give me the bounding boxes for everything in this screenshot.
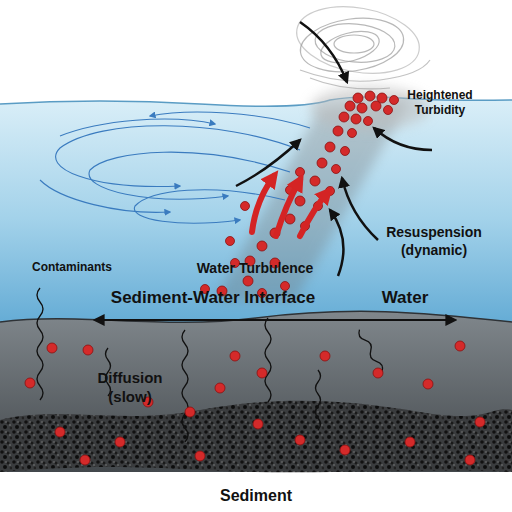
contaminant-particles xyxy=(185,407,195,417)
contaminant-particles xyxy=(226,237,235,246)
contaminant-particles xyxy=(257,241,267,251)
contaminant-particles xyxy=(317,158,327,168)
current-lines xyxy=(40,180,170,212)
flow-arrows xyxy=(342,178,378,240)
contaminant-particles xyxy=(405,437,415,447)
contaminant-particles xyxy=(295,435,305,445)
contaminant-particles xyxy=(195,451,205,461)
contaminant-particles xyxy=(243,276,253,286)
turbulence-swirl xyxy=(334,35,374,53)
flow-arrows xyxy=(300,22,347,82)
boundary-label: Sediment-Water Interface xyxy=(78,287,348,308)
diffusion-squiggles xyxy=(265,318,271,402)
contaminant-particles xyxy=(332,165,341,174)
resuspension-arrows xyxy=(252,176,274,232)
contaminant-particles xyxy=(320,351,330,361)
contaminant-particles xyxy=(348,129,357,138)
contaminant-particles xyxy=(340,445,350,455)
interface-arrow xyxy=(95,320,455,321)
contaminant-particles xyxy=(296,168,305,177)
contaminant-particles xyxy=(325,142,335,152)
resuspension-arrows xyxy=(300,192,328,236)
turbulence-swirl xyxy=(291,0,424,82)
contaminant-particles xyxy=(115,437,125,447)
contaminant-particles xyxy=(341,147,350,156)
region-label: Water xyxy=(368,287,442,308)
current-lines xyxy=(150,112,310,128)
contaminant-particles xyxy=(339,112,349,122)
contaminant-particles xyxy=(371,101,381,111)
sediment-layer xyxy=(0,401,512,473)
diffusion-squiggles xyxy=(37,288,385,442)
current-lines xyxy=(40,112,310,223)
contaminant-particles xyxy=(333,126,343,136)
process-label: Water Turbulence xyxy=(175,259,335,277)
contaminant-particles xyxy=(215,383,225,393)
contaminant-particles xyxy=(257,368,267,378)
contaminant-particles xyxy=(345,101,355,111)
contaminant-particles xyxy=(241,202,250,211)
contaminant-particles xyxy=(357,103,367,113)
diffusion-squiggles xyxy=(357,328,385,373)
diffusion-squiggles xyxy=(316,370,321,430)
callout-label: Heightened Turbidity xyxy=(385,88,495,118)
contaminant-particles xyxy=(80,455,90,465)
contaminant-particles xyxy=(455,341,465,351)
contaminant-particles xyxy=(465,455,475,465)
contaminant-particles xyxy=(310,176,320,186)
contaminant-particles xyxy=(351,114,361,124)
water-body xyxy=(0,97,512,340)
flow-arrows xyxy=(374,128,432,150)
contaminant-particles xyxy=(253,419,263,429)
contaminant-particles xyxy=(83,345,93,355)
turbulence-swirl xyxy=(310,78,390,89)
resuspension-arrows xyxy=(252,176,328,236)
flow-arrows xyxy=(236,140,300,186)
contaminant-particles xyxy=(25,378,35,388)
current-lines xyxy=(89,152,290,199)
contaminant-particles xyxy=(423,379,433,389)
contaminant-particles xyxy=(55,427,65,437)
process-label: Resuspension (dynamic) xyxy=(378,223,490,259)
sediment-layer xyxy=(0,311,512,472)
contaminant-particles xyxy=(47,343,57,353)
callout-label: Contaminants xyxy=(22,260,122,275)
turbulence-swirl xyxy=(300,60,430,81)
diffusion-squiggles xyxy=(37,288,43,400)
contaminant-particles xyxy=(475,417,485,427)
contaminant-particles xyxy=(373,368,383,378)
contaminant-particles xyxy=(390,96,399,105)
contaminant-particles xyxy=(295,196,305,206)
turbulence-swirl xyxy=(297,12,407,78)
process-label: Diffusion (slow) xyxy=(80,368,180,406)
current-lines xyxy=(60,119,215,136)
flow-arrows xyxy=(330,210,343,276)
region-label: Sediment xyxy=(186,486,326,506)
contaminant-particles xyxy=(230,351,240,361)
water-body xyxy=(0,97,512,340)
current-lines xyxy=(56,126,300,187)
interface-arrow xyxy=(95,319,455,321)
contaminant-particles xyxy=(353,93,363,103)
contaminant-particles xyxy=(384,106,393,115)
resuspension-arrows xyxy=(276,180,300,236)
contaminant-particles xyxy=(365,91,375,101)
contaminant-particles xyxy=(364,117,373,126)
turbulence-swirl xyxy=(291,0,430,89)
diffusion-squiggles xyxy=(182,330,188,442)
contaminant-particles xyxy=(285,214,295,224)
sediment-layer xyxy=(0,311,512,322)
sediment-layer xyxy=(0,311,512,472)
contaminant-particles xyxy=(25,91,485,465)
